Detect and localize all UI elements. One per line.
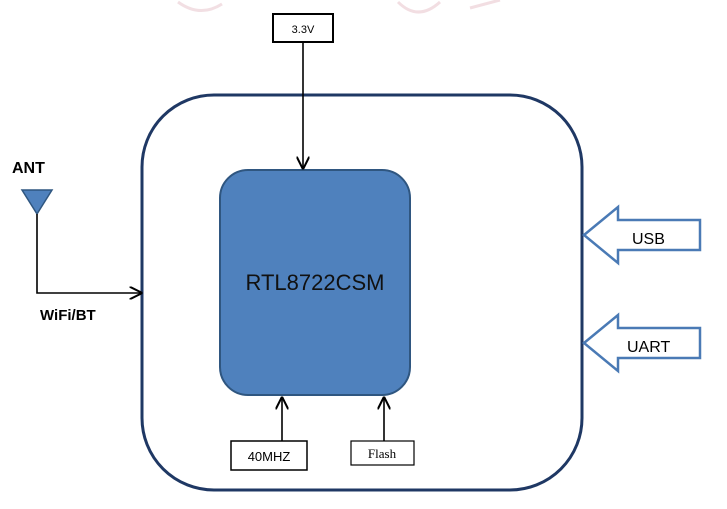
uart-arrow (582, 312, 702, 374)
flash-label: Flash (368, 446, 397, 461)
clock-label: 40MHZ (248, 449, 291, 464)
antenna-label: ANT (12, 160, 45, 177)
antenna-feed-line (36, 214, 141, 293)
usb-label: USB (632, 231, 665, 248)
watermark (177, 0, 501, 14)
chip-label: RTL8722CSM (246, 270, 385, 295)
wifi-label: WiFi/BT (40, 307, 96, 324)
chip-block (219, 169, 411, 396)
usb-arrow (582, 204, 702, 266)
power-label: 3.3V (292, 24, 315, 36)
flash-box (350, 440, 415, 466)
antenna-icon (20, 189, 54, 216)
uart-label: UART (627, 339, 670, 356)
clock-box (230, 440, 308, 471)
